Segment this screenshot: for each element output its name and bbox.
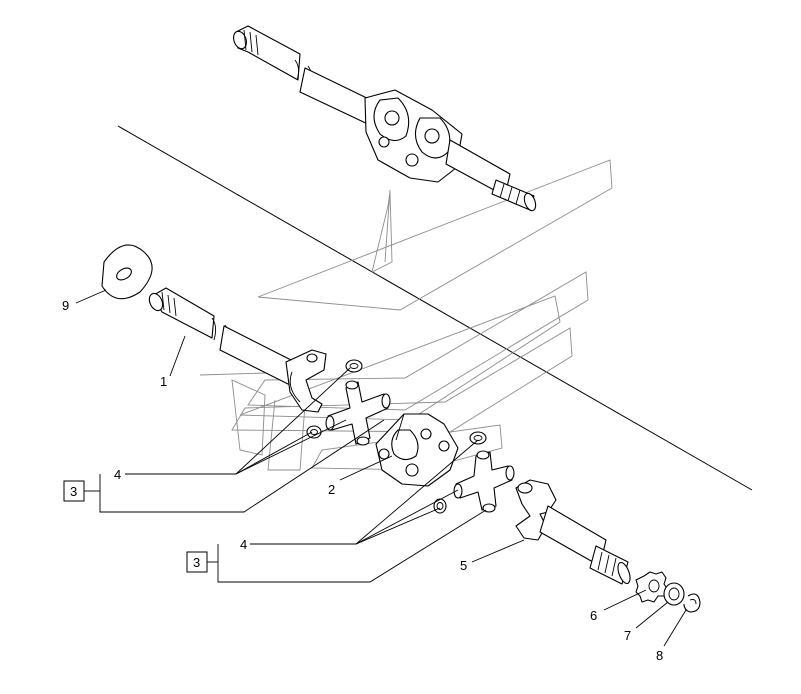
callout-6: 6	[590, 608, 597, 623]
part-9-thrust-washer	[101, 244, 153, 300]
section-divider-line	[117, 125, 753, 491]
part-4-universal-joint-cross-left	[325, 380, 391, 446]
callout-8: 8	[656, 648, 663, 663]
callout-7: 7	[624, 628, 631, 643]
callout-4-lower: 4	[240, 537, 247, 552]
part-4-universal-joint-cross-right	[453, 450, 515, 513]
part-4-snap-ring-center	[469, 431, 487, 445]
part-1-axle-shaft	[148, 287, 327, 413]
part-4-snap-ring-bottom	[433, 498, 447, 514]
boxed-callout-3-upper-label: 3	[70, 484, 77, 499]
part-6-lock-washer	[635, 571, 669, 603]
see-also-chevron-arrow-icon	[199, 159, 613, 471]
part-2-center-double-yoke	[375, 413, 459, 487]
callout-5: 5	[460, 558, 467, 573]
callout-9: 9	[62, 298, 69, 313]
part-4-snap-ring-upper	[345, 359, 363, 373]
part-5-stub-shaft	[515, 479, 631, 585]
boxed-callout-3-lower: 3	[186, 551, 218, 573]
boxed-callout-3-lower-label: 3	[193, 555, 200, 570]
assembled-drive-shaft-icon	[233, 25, 537, 212]
part-7-washer	[663, 582, 685, 606]
boxed-callout-3-upper: 3	[63, 480, 100, 502]
callout-2: 2	[328, 482, 335, 497]
part-8-snap-ring	[683, 593, 701, 613]
leader-lines	[75, 289, 687, 647]
callout-4-upper: 4	[114, 467, 121, 482]
callout-1: 1	[160, 374, 167, 389]
